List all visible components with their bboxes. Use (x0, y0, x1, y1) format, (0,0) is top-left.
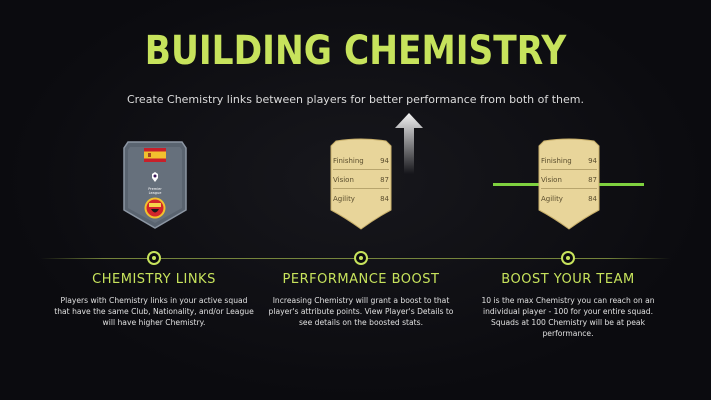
section-body: 10 is the max Chemistry you can reach on… (481, 296, 655, 338)
spain-flag-icon (144, 148, 166, 162)
section-chemistry-links: CHEMISTRY LINKS Players with Chemistry l… (54, 272, 254, 328)
premier-league-icon: Premier League (146, 168, 164, 195)
timeline-node-icon (147, 251, 161, 265)
chemistry-link-line-left (493, 183, 539, 186)
shield-icon (123, 141, 187, 229)
section-heading: BOOST YOUR TEAM (501, 272, 635, 287)
section-body: Increasing Chemistry will grant a boost … (268, 296, 454, 327)
boost-arrow-icon (395, 113, 423, 174)
section-boost-your-team: BOOST YOUR TEAM 10 is the max Chemistry … (468, 272, 668, 339)
stat-divider (541, 188, 597, 189)
chemistry-badge: Premier League (122, 138, 188, 230)
section-heading: CHEMISTRY LINKS (92, 272, 216, 287)
page-title: BUILDING CHEMISTRY (144, 28, 567, 74)
section-body: Players with Chemistry links in your act… (54, 296, 254, 327)
stat-divider (333, 169, 389, 170)
chemistry-link-line-right (598, 183, 644, 186)
timeline-node-icon (561, 251, 575, 265)
gold-card-icon (330, 138, 392, 230)
section-performance-boost: PERFORMANCE BOOST Increasing Chemistry w… (261, 272, 461, 328)
stat-divider (541, 169, 597, 170)
stat-divider (333, 188, 389, 189)
timeline-node-icon (354, 251, 368, 265)
page-subtitle: Create Chemistry links between players f… (126, 93, 585, 106)
manchester-united-crest-icon (144, 197, 166, 219)
section-heading: PERFORMANCE BOOST (282, 272, 440, 287)
gold-card-icon (538, 138, 600, 230)
